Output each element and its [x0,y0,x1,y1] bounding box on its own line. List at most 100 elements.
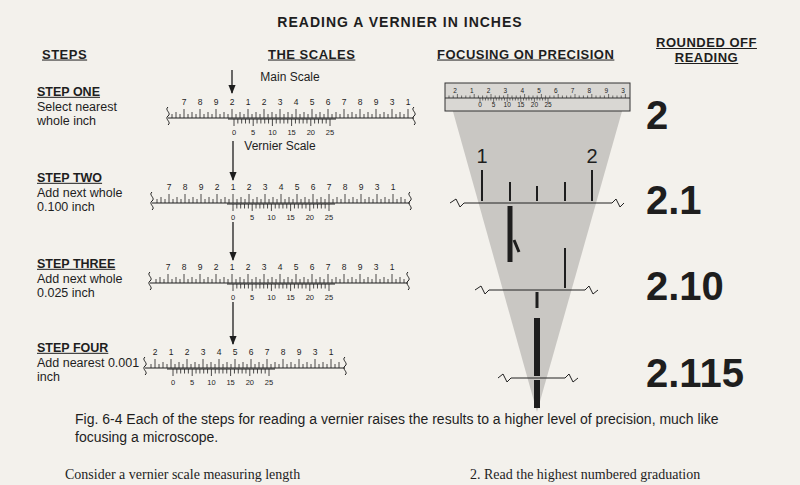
reading-value: 2.115 [646,353,744,393]
main-scale-number: 8 [198,98,203,107]
main-scale-number: 2 [230,98,235,107]
main-scale-number: 7 [342,98,347,107]
vernier-number: 5 [250,214,254,222]
main-scale-number: 9 [604,87,608,94]
vernier-number: 20 [307,129,315,137]
vernier-number: 0 [231,294,235,302]
main-scale-number: 9 [297,348,302,357]
column-heading: STEPS [42,48,87,63]
main-scale-number: 7 [166,263,171,272]
main-scale-number: 3 [621,87,625,94]
main-scale-number: 2 [215,183,220,192]
main-scale-number: 2 [185,348,190,357]
main-scale-number: 8 [588,87,592,94]
main-scale-number: 3 [375,183,380,192]
vernier-number: 20 [531,102,538,109]
main-scale-number: 8 [343,183,348,192]
focus-triangle [445,83,630,412]
vernier-number: 10 [207,379,215,387]
step-description: Add nearest 0.001 inch [37,356,147,385]
main-scale-number: 4 [278,263,283,272]
vernier-number: 10 [504,102,511,109]
vernier-number: 5 [251,129,255,137]
main-scale-number: 9 [199,183,204,192]
vernier-number: 25 [326,129,334,137]
main-scale-number: 1 [406,98,411,107]
main-scale-number: 3 [278,98,283,107]
scale-name: Vernier Scale [244,140,315,154]
step-description: Select nearest whole inch [37,100,147,129]
vernier-number: 0 [231,214,235,222]
main-scale-number: 3 [504,87,508,94]
main-scale-number: 6 [249,348,254,357]
main-scale-number: 5 [295,183,300,192]
main-scale-number: 2 [262,98,267,107]
main-scale-number: 1 [390,263,395,272]
magnified-number: 2 [586,146,597,166]
step-description: Add next whole 0.025 inch [37,272,147,301]
vernier-number: 15 [286,294,294,302]
main-scale-number: 3 [201,348,206,357]
vernier-number: 15 [286,214,294,222]
vernier-number: 0 [478,102,482,109]
main-scale-number: 1 [470,87,474,94]
vernier-number: 20 [306,214,314,222]
vernier-number: 25 [325,214,333,222]
vernier-number: 5 [492,102,496,109]
main-scale-number: 8 [183,183,188,192]
main-scale-number: 7 [327,183,332,192]
main-scale-number: 1 [231,183,236,192]
reading-value: 2.10 [646,266,724,306]
main-scale-number: 2 [214,263,219,272]
main-scale-number: 4 [294,98,299,107]
main-scale-number: 1 [230,263,235,272]
vernier-number: 10 [267,294,275,302]
main-scale-number: 6 [326,98,331,107]
main-scale-number: 1 [391,183,396,192]
main-scale-number: 4 [217,348,222,357]
main-scale-number: 9 [358,263,363,272]
vernier-number: 10 [267,214,275,222]
vernier-number: 20 [306,294,314,302]
vernier-number: 15 [517,102,524,109]
main-scale-number: 8 [281,348,286,357]
main-scale-number: 5 [233,348,238,357]
main-scale-number: 2 [153,348,158,357]
vernier-number: 25 [265,379,273,387]
main-scale-number: 7 [167,183,172,192]
reading-value: 2.1 [646,180,702,220]
magnified-number: 1 [476,146,487,166]
vernier-number: 20 [246,379,254,387]
vernier-number: 15 [226,379,234,387]
main-scale-number: 3 [262,263,267,272]
main-scale-number: 5 [310,98,315,107]
vernier-number: 5 [190,379,194,387]
vernier-number: 25 [544,102,551,109]
step-title: STEP TWO [37,171,102,185]
main-scale-number: 5 [294,263,299,272]
main-scale-number: 9 [359,183,364,192]
main-scale-number: 3 [390,98,395,107]
main-scale-number: 2 [487,87,491,94]
main-scale-number: 9 [374,98,379,107]
main-scale-number: 1 [169,348,174,357]
vernier-ruler [144,357,346,376]
main-scale-number: 7 [326,263,331,272]
figure-caption: Fig. 6-4 Each of the steps for reading a… [75,410,765,446]
figure-title: READING A VERNIER IN INCHES [277,14,522,30]
main-scale-number: 6 [311,183,316,192]
step-description: Add next whole 0.100 inch [37,186,147,215]
main-scale-number: 4 [279,183,284,192]
step-title: STEP THREE [37,257,115,271]
main-scale-number: 4 [520,87,524,94]
reading-value: 2 [646,95,668,135]
pointer-arrows [232,70,233,344]
main-scale-number: 2 [246,263,251,272]
main-scale-number: 3 [263,183,268,192]
vernier-number: 5 [250,294,254,302]
main-scale-number: 8 [342,263,347,272]
main-scale-number: 2 [453,87,457,94]
main-scale-number: 7 [182,98,187,107]
main-scale-number: 9 [198,263,203,272]
column-heading: ROUNDED OFF READING [644,36,769,66]
